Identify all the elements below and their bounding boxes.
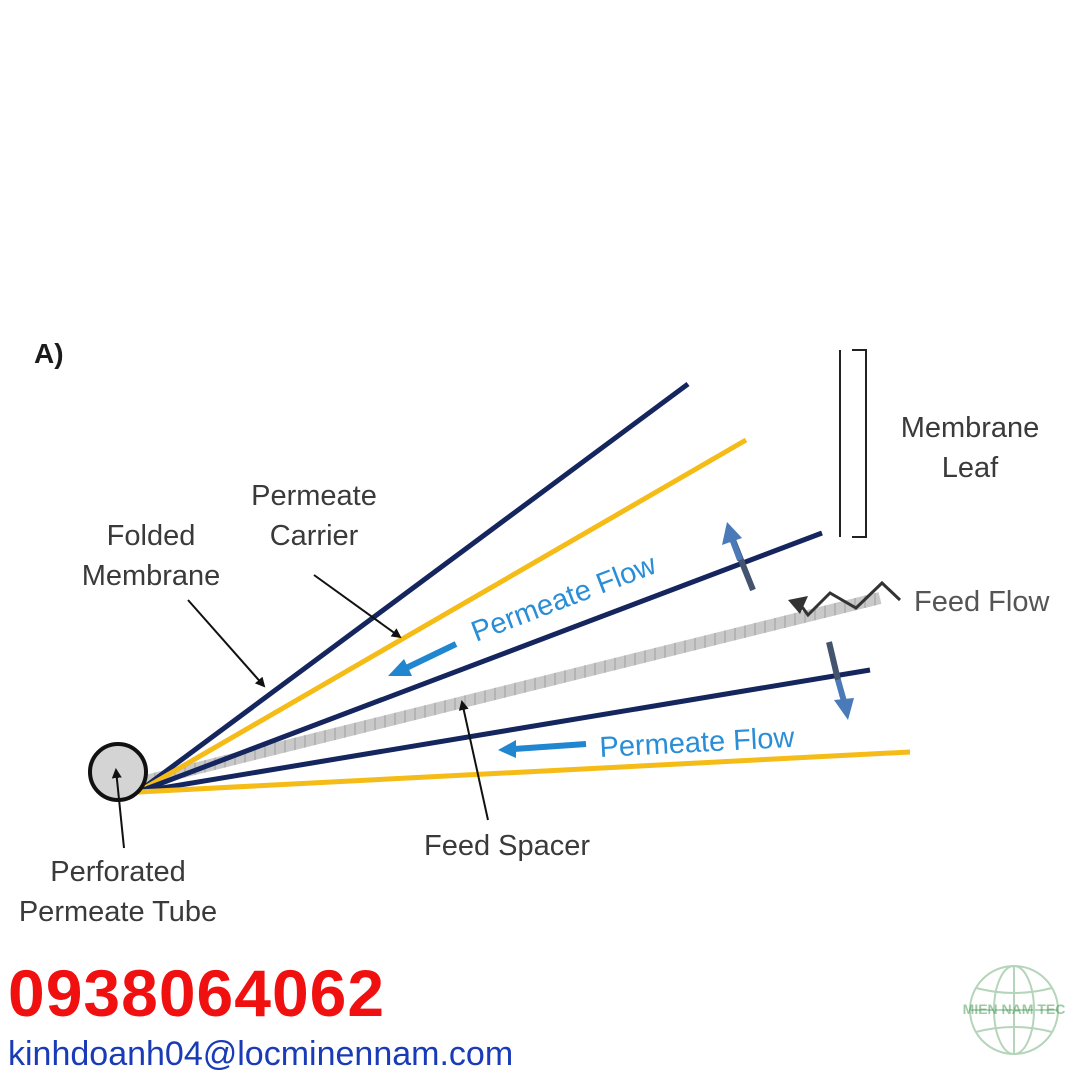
perforated-tube-label-line2: Permeate Tube bbox=[18, 896, 218, 928]
membrane-leaf-bracket bbox=[839, 349, 867, 538]
permeate-flow-label-upper: Permeate Flow bbox=[467, 548, 662, 648]
permeate-carrier-bottom-line bbox=[137, 749, 911, 795]
perforated-tube-pointer bbox=[111, 768, 125, 849]
permeate-carrier-label-line1: Permeate bbox=[251, 480, 377, 512]
folded-membrane-label-line2: Membrane bbox=[81, 560, 221, 592]
contact-phone: 0938064062 bbox=[8, 956, 386, 1030]
feed-spacer-label: Feed Spacer bbox=[424, 830, 591, 862]
logo-text: MIEN NAM TEC bbox=[963, 1001, 1066, 1017]
folded-membrane-label-line1: Folded bbox=[106, 520, 196, 552]
permeate-carrier-pointer bbox=[313, 574, 402, 639]
feed-spacer-pointer bbox=[458, 700, 489, 821]
permeate-carrier-label: Permeate Carrier bbox=[236, 476, 392, 556]
panel-label: A) bbox=[34, 338, 64, 369]
feed-flow-label: Feed Flow bbox=[914, 586, 1050, 618]
feed-flow-arrow bbox=[788, 580, 902, 618]
company-logo: MIEN NAM TEC bbox=[963, 965, 1066, 1055]
folded-membrane-label: Folded Membrane bbox=[70, 516, 232, 596]
folded-membrane-top-line bbox=[136, 381, 690, 795]
membrane-leaf-label-line2: Leaf bbox=[941, 452, 999, 484]
membrane-leaf-label-line1: Membrane bbox=[900, 412, 1040, 444]
membrane-middle-upper-line bbox=[137, 530, 823, 795]
permeate-flow-arrow-lower bbox=[498, 740, 587, 758]
permeate-carrier-top-line bbox=[136, 437, 748, 795]
perforated-tube-label-line1: Perforated bbox=[50, 856, 186, 888]
contact-email: kinhdoanh04@locminennam.com bbox=[8, 1035, 514, 1073]
membrane-leaf-label: Membrane Leaf bbox=[890, 408, 1050, 488]
permeate-flow-arrow-upper bbox=[388, 641, 458, 676]
permeate-carrier-label-line2: Carrier bbox=[269, 520, 359, 552]
permeate-down-arrow bbox=[826, 641, 854, 720]
permeate-up-arrow bbox=[722, 522, 756, 592]
feed-spacer bbox=[140, 592, 882, 788]
folded-membrane-pointer bbox=[187, 599, 266, 688]
membrane-middle-lower-line bbox=[137, 667, 871, 795]
perforated-tube-label: Perforated Permeate Tube bbox=[8, 852, 228, 932]
